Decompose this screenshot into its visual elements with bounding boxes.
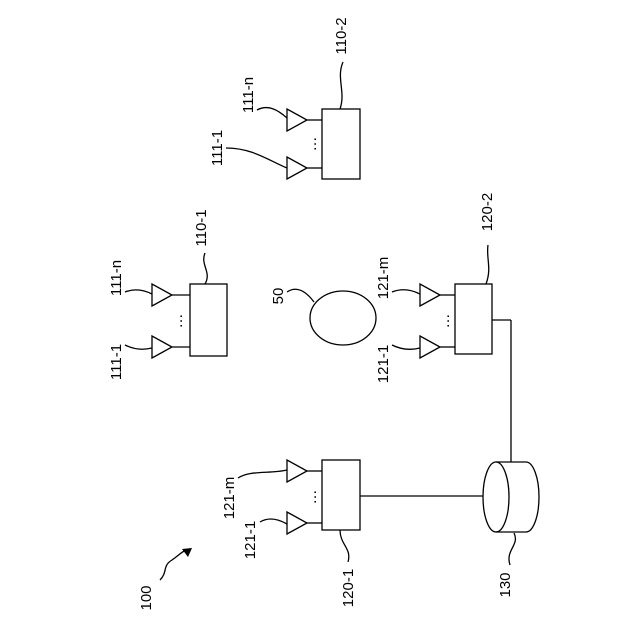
label-110-2: 110-2 (333, 17, 350, 54)
arrow-100 (160, 550, 186, 580)
leader-111-n-a (125, 290, 152, 294)
label-100: 100 (138, 585, 155, 610)
label-111-1-a: 111-1 (108, 344, 125, 380)
box-110-1 (190, 284, 227, 356)
antenna-121-1-b-icon (420, 336, 440, 358)
label-120-1: 120-1 (340, 569, 357, 607)
antenna-111-1-a-icon (152, 336, 172, 358)
antenna-121-m-b-icon (420, 284, 440, 306)
leader-120-2 (486, 245, 489, 284)
box-110-2 (322, 109, 360, 179)
leader-110-1 (204, 253, 208, 284)
leader-111-1-b (226, 148, 287, 168)
label-111-n-a: 111-n (108, 260, 125, 296)
box-120-1 (322, 460, 360, 530)
dots-110-2: … (303, 137, 320, 152)
antenna-111-1-b-icon (287, 157, 307, 179)
label-121-m-b: 121-m (375, 257, 392, 300)
target-50 (310, 291, 376, 345)
leader-121-m-a (238, 470, 287, 478)
label-121-m-a: 121-m (221, 477, 238, 520)
label-111-1-b: 111-1 (209, 130, 226, 166)
leader-121-1-a (260, 519, 287, 524)
antenna-121-m-icon (287, 460, 307, 482)
label-111-n-b: 111-n (240, 77, 257, 113)
processor-130-icon (483, 462, 539, 532)
leader-111-1-a (125, 345, 152, 349)
label-121-1-a: 121-1 (242, 521, 259, 559)
dots-120-2: … (436, 314, 453, 329)
leader-110-2 (340, 62, 343, 109)
leader-50 (287, 289, 314, 302)
label-130: 130 (497, 572, 514, 597)
antenna-111-n-a-icon (152, 284, 172, 306)
leader-121-m-b (392, 290, 420, 294)
box-120-2 (455, 284, 492, 354)
arrow-head-100 (182, 548, 192, 557)
label-50: 50 (270, 288, 287, 305)
label-121-1-b: 121-1 (375, 345, 392, 383)
dots-120-1: … (303, 490, 320, 505)
label-120-2: 120-2 (479, 193, 496, 231)
leader-120-1 (340, 530, 349, 562)
antenna-121-1-icon (287, 512, 307, 534)
leader-130 (509, 533, 515, 565)
antenna-111-n-b-icon (287, 109, 307, 131)
dots-110-1: … (169, 314, 186, 329)
leader-121-1-b (392, 345, 420, 349)
leader-111-n-b (257, 108, 287, 118)
label-110-1: 110-1 (193, 209, 210, 246)
